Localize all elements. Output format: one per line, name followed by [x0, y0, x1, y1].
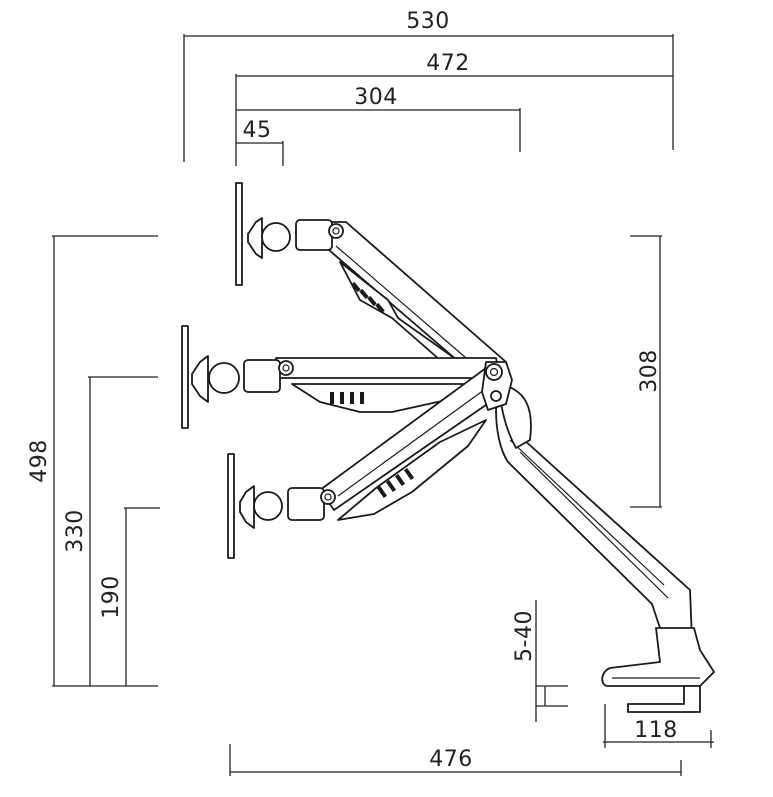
- upper-link-top: [321, 221, 507, 381]
- vents-top: [351, 281, 385, 314]
- dimension-530-label: 530: [406, 9, 450, 34]
- dimension-304: 304: [236, 85, 521, 152]
- vesa-plate-bottom: [239, 485, 255, 529]
- upper-link-middle: [275, 357, 501, 379]
- dimension-330: 330: [63, 376, 158, 686]
- monitor-bottom: [227, 453, 235, 559]
- main-pivot: [481, 361, 513, 411]
- dimension-472-label: 472: [426, 51, 470, 76]
- dimension-308-label: 308: [637, 349, 662, 393]
- pivot-joint-lower: [490, 390, 502, 402]
- monitor-middle: [181, 325, 189, 429]
- dimension-45: 45: [236, 118, 284, 166]
- monitor-top: [235, 182, 243, 286]
- dimension-190-label: 190: [99, 575, 124, 619]
- ball-joint-middle: [208, 362, 240, 394]
- clamp-lower: [627, 685, 701, 713]
- dimension-118: 118: [603, 704, 714, 748]
- joint-bottom-outer: [320, 489, 336, 505]
- joint-top-outer: [328, 223, 344, 239]
- joint-middle-outer: [278, 360, 294, 376]
- pivot-joint: [485, 363, 503, 381]
- arm-position-top: [235, 182, 507, 381]
- tilt-head-bottom: [287, 487, 325, 521]
- ball-joint-top: [261, 222, 291, 252]
- dimension-45-label: 45: [243, 118, 272, 143]
- vents-middle: [330, 392, 364, 404]
- dimension-498-label: 498: [27, 439, 52, 483]
- dimension-desk-thickness: 5-40: [512, 600, 568, 722]
- vesa-plate-middle: [191, 355, 209, 403]
- ball-joint-bottom: [253, 491, 283, 521]
- arm-position-bottom: [227, 367, 501, 559]
- vesa-plate-top: [247, 217, 263, 259]
- dimension-476: 476: [229, 744, 682, 776]
- arm-position-middle: [181, 325, 501, 429]
- dimension-118-label: 118: [634, 718, 678, 743]
- dimension-308: 308: [630, 235, 662, 508]
- dimension-330-label: 330: [63, 509, 88, 553]
- dimension-472: 472: [235, 51, 673, 166]
- tilt-head-middle: [243, 359, 281, 393]
- dimension-desk-thickness-label: 5-40: [512, 610, 537, 662]
- tilt-head-top: [295, 219, 333, 251]
- dimension-476-label: 476: [429, 747, 473, 772]
- clamp-body: [601, 627, 715, 687]
- vents-bottom: [376, 467, 415, 499]
- lower-link-bottom: [337, 419, 487, 521]
- dimension-530: 530: [183, 9, 674, 162]
- dimension-498: 498: [27, 235, 158, 686]
- dimension-304-label: 304: [354, 85, 398, 110]
- dimension-190: 190: [99, 507, 160, 686]
